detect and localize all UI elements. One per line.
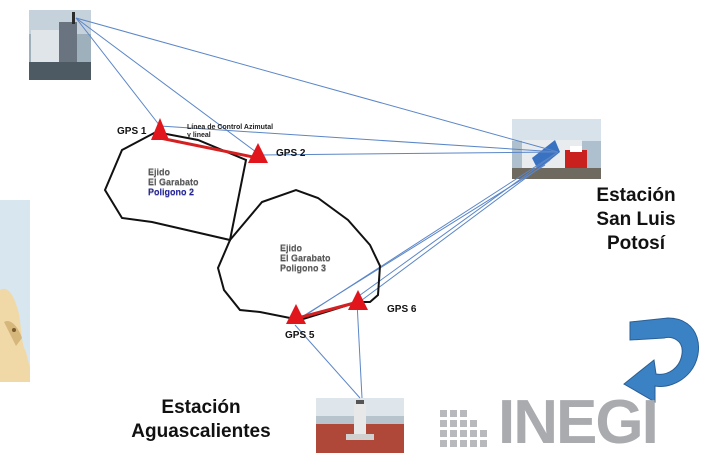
- station-slp-line2: San Luis: [596, 209, 676, 230]
- gps-6-label: GPS 6: [387, 304, 417, 315]
- gps-2-marker: [248, 143, 268, 163]
- map-thumbnail: [0, 200, 30, 382]
- control-lines: [159, 136, 359, 320]
- gps-5-label: GPS 5: [285, 330, 315, 341]
- polygon-2-line2: El Garabato: [148, 177, 199, 187]
- station-slp-line1: Estación: [596, 185, 676, 206]
- gps-1-marker: [151, 118, 169, 140]
- polygon-3-label: Ejido El Garabato Poligono 3: [280, 243, 331, 273]
- polygon-2-label: Ejido El Garabato Poligono 2: [148, 167, 199, 197]
- inegi-logo-text: INEGI: [498, 388, 659, 457]
- polygon-3-line3: Poligono 3: [280, 263, 326, 273]
- station-slp-line3: Potosí: [606, 233, 666, 254]
- control-line-label-line2: y lineal: [187, 132, 211, 139]
- station-slp-label: Estación San Luis Potosí: [585, 184, 687, 256]
- station-photo-ags: [316, 398, 404, 453]
- control-line-label: Línea de Control Azimutal y lineal: [187, 124, 273, 140]
- station-ags-label: Estación Aguascalientes: [116, 396, 286, 444]
- curved-arrow-icon: [623, 317, 699, 403]
- gps-6-marker: [348, 290, 368, 310]
- polygon-3-line2: El Garabato: [280, 253, 331, 263]
- station-photo-slp: [512, 119, 601, 179]
- polygon-3-outline: [216, 188, 382, 322]
- gps-5-marker: [286, 304, 306, 324]
- polygon-2-line3: Poligono 2: [148, 187, 194, 197]
- gps-1-label: GPS 1: [117, 126, 147, 137]
- station-ags-line1: Estación: [161, 397, 241, 418]
- station-ags-line2: Aguascalientes: [131, 421, 271, 442]
- control-line-label-line1: Línea de Control Azimutal: [187, 124, 274, 131]
- gps-station-photo-top: [29, 10, 91, 80]
- inegi-logo-mark: [440, 410, 487, 447]
- baselines: [75, 17, 559, 399]
- polygon-3-line1: Ejido: [280, 243, 302, 253]
- gps-2-label: GPS 2: [276, 148, 306, 159]
- polygon-2-line1: Ejido: [148, 167, 170, 177]
